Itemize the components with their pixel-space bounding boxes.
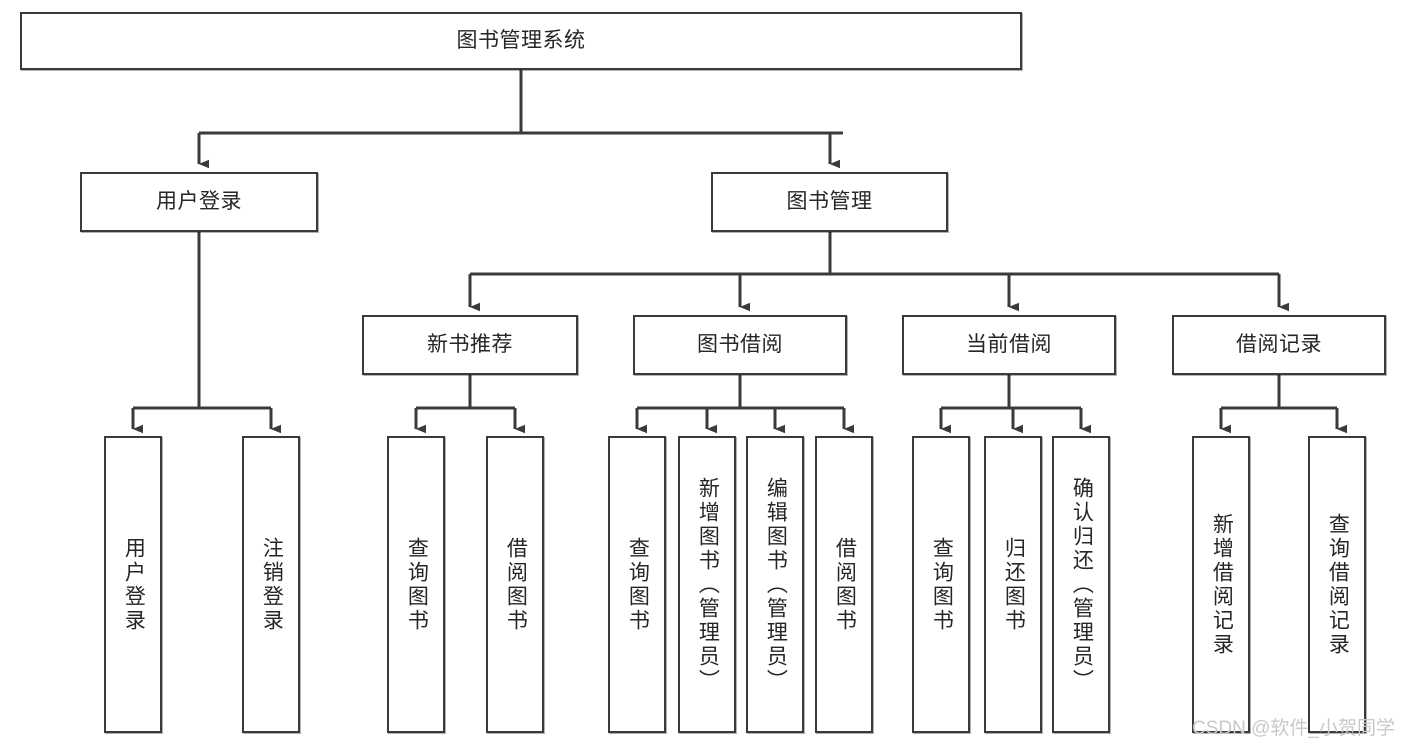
leaf-borrow-book[interactable]: 借阅图书 bbox=[815, 436, 873, 733]
leaf-label: 查询图书 bbox=[930, 536, 954, 633]
leaf-query-book-new[interactable]: 查询图书 bbox=[387, 436, 445, 733]
leaf-label: 归还图书 bbox=[1002, 536, 1026, 633]
leaf-label: 新增借阅记录 bbox=[1210, 512, 1234, 657]
leaf-add-borrow-record[interactable]: 新增借阅记录 bbox=[1192, 436, 1250, 733]
node-book-borrow-label: 图书借阅 bbox=[697, 332, 783, 356]
node-borrow-record[interactable]: 借阅记录 bbox=[1172, 315, 1386, 375]
leaf-label: 注销登录 bbox=[260, 536, 284, 633]
leaf-confirm-return-admin[interactable]: 确认归还（管理员） bbox=[1052, 436, 1110, 733]
node-root-label: 图书管理系统 bbox=[456, 28, 586, 52]
leaf-label: 借阅图书 bbox=[504, 536, 528, 633]
node-current-borrow-label: 当前借阅 bbox=[966, 332, 1052, 356]
leaf-user-login[interactable]: 用户登录 bbox=[104, 436, 162, 733]
csdn-watermark: CSDN @软件_小贺同学 bbox=[1192, 718, 1395, 739]
leaf-label: 查询图书 bbox=[626, 536, 650, 633]
node-user-login[interactable]: 用户登录 bbox=[80, 172, 318, 232]
leaf-query-book-current[interactable]: 查询图书 bbox=[912, 436, 970, 733]
leaf-label: 新增图书（管理员） bbox=[696, 476, 720, 693]
leaf-query-book-borrow[interactable]: 查询图书 bbox=[608, 436, 666, 733]
node-new-book-recommend[interactable]: 新书推荐 bbox=[362, 315, 578, 375]
leaf-label: 查询借阅记录 bbox=[1326, 512, 1350, 657]
node-book-management[interactable]: 图书管理 bbox=[711, 172, 948, 232]
node-current-borrow[interactable]: 当前借阅 bbox=[902, 315, 1116, 375]
leaf-label: 编辑图书（管理员） bbox=[764, 476, 788, 693]
leaf-borrow-book-new[interactable]: 借阅图书 bbox=[486, 436, 544, 733]
leaf-label: 借阅图书 bbox=[833, 536, 857, 633]
leaf-return-book[interactable]: 归还图书 bbox=[984, 436, 1042, 733]
node-user-login-label: 用户登录 bbox=[156, 189, 242, 213]
leaf-add-book-admin[interactable]: 新增图书（管理员） bbox=[678, 436, 736, 733]
node-book-borrow[interactable]: 图书借阅 bbox=[633, 315, 847, 375]
leaf-logout[interactable]: 注销登录 bbox=[242, 436, 300, 733]
node-new-book-recommend-label: 新书推荐 bbox=[427, 332, 513, 356]
leaf-edit-book-admin[interactable]: 编辑图书（管理员） bbox=[746, 436, 804, 733]
node-root[interactable]: 图书管理系统 bbox=[20, 12, 1022, 70]
leaf-query-borrow-record[interactable]: 查询借阅记录 bbox=[1308, 436, 1366, 733]
leaf-label: 查询图书 bbox=[405, 536, 429, 633]
node-borrow-record-label: 借阅记录 bbox=[1236, 332, 1322, 356]
node-book-management-label: 图书管理 bbox=[786, 189, 873, 213]
leaf-label: 用户登录 bbox=[122, 536, 146, 633]
leaf-label: 确认归还（管理员） bbox=[1070, 476, 1094, 693]
